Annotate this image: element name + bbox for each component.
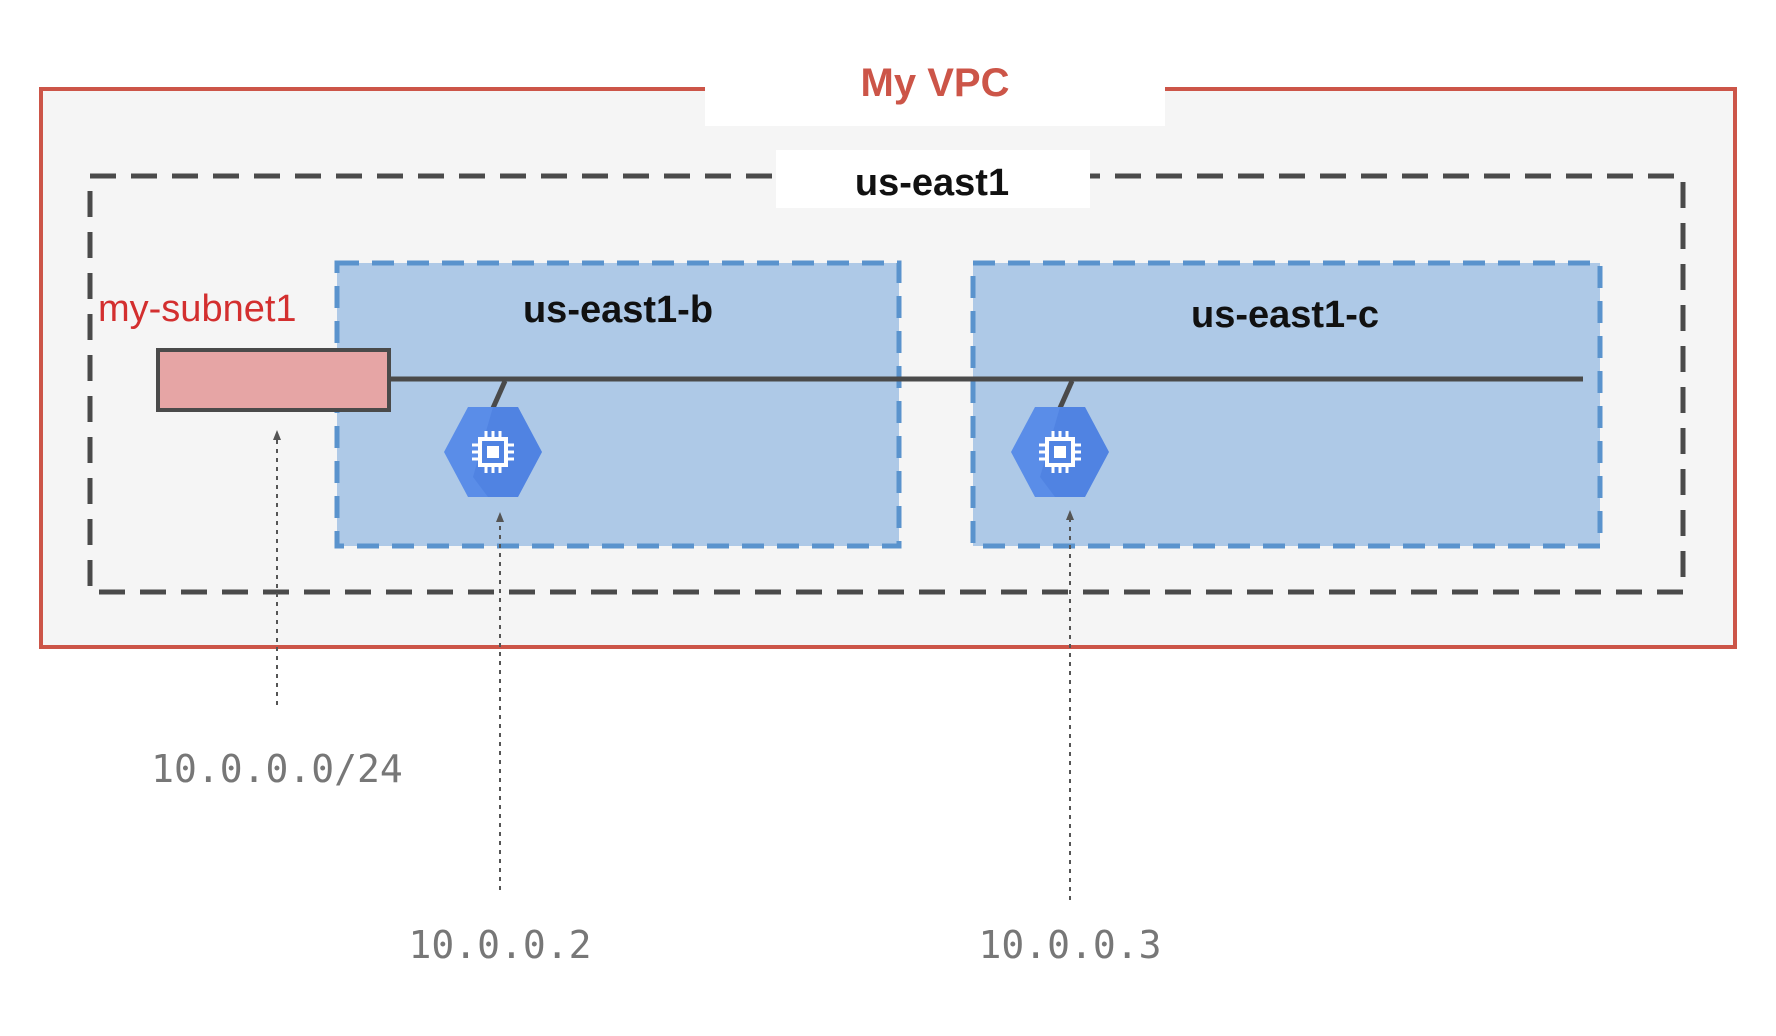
instance-1-ip-label: 10.0.0.2 (408, 923, 591, 967)
annotation-arrows (273, 430, 1074, 900)
region-title: us-east1 (855, 162, 1009, 204)
vpc-title-backdrop (705, 60, 1165, 126)
instance-1-ip-arrow (496, 512, 504, 890)
vm-instance-2 (1011, 379, 1109, 497)
region-container: us-east1 (87, 150, 1686, 595)
subnet-name: my-subnet1 (98, 288, 297, 330)
subnet-cidr-arrow (273, 430, 281, 705)
zone-b-label: us-east1-b (523, 289, 713, 331)
compute-engine-icon (444, 407, 542, 497)
instance-2-ip-arrow (1066, 510, 1074, 900)
vm-instance-1 (444, 379, 542, 497)
zone-c-label: us-east1-c (1191, 294, 1379, 336)
subnet-cidr-label: 10.0.0.0/24 (151, 747, 403, 791)
zone-c: us-east1-c (970, 260, 1603, 549)
subnet-bar (156, 348, 391, 412)
zone-b: us-east1-b (334, 260, 902, 549)
region-title-backdrop (776, 150, 1090, 208)
vpc-title: My VPC (861, 61, 1010, 105)
compute-engine-icon (1011, 407, 1109, 497)
instance-2-ip-label: 10.0.0.3 (978, 923, 1161, 967)
